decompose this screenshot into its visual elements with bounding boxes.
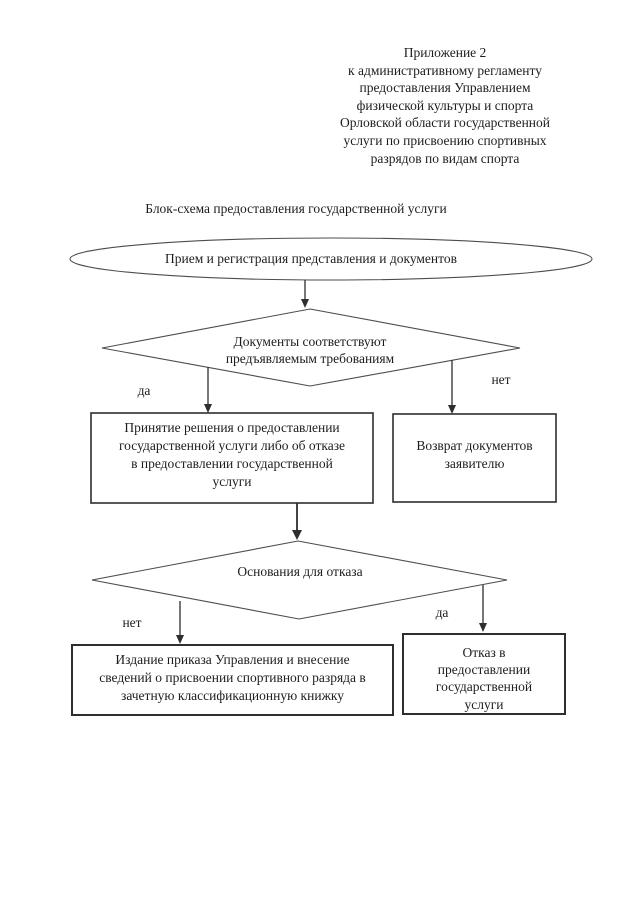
decision-box-rect	[90, 412, 374, 504]
start-ellipse	[69, 237, 593, 281]
arrow-decision1-yes	[204, 367, 212, 413]
arrow-decisionbox-to-decision2	[292, 503, 302, 540]
refuse-box-rect	[402, 633, 566, 715]
order-box-label: Издание приказа Управления и внесение св…	[99, 652, 366, 703]
arrowhead-down-icon	[301, 299, 309, 308]
return-box-label: Возврат документов заявителю	[416, 438, 533, 471]
order-box-rect	[71, 644, 394, 716]
return-box-rect	[392, 413, 557, 503]
arrow-decision2-yes	[479, 585, 487, 632]
decision1-yes-label: да	[137, 383, 151, 398]
arrowhead-down-icon	[292, 530, 302, 540]
decision1-label: Документы соответствуют предъявляемым тр…	[225, 334, 395, 366]
decision2-yes-label: да	[435, 605, 449, 620]
refuse-box-label: Отказ в предоставлении государственной у…	[435, 645, 533, 712]
decision2-label: Основания для отказа	[237, 564, 363, 579]
appendix-header: Приложение 2 к административному регламе…	[339, 45, 551, 166]
arrowhead-down-icon	[479, 623, 487, 632]
decision1-diamond	[101, 308, 521, 387]
page-title: Блок-схема предоставления государственно…	[145, 201, 447, 216]
decision1-no-label: нет	[491, 372, 511, 387]
decision2-no-label: нет	[122, 615, 142, 630]
arrow-decision2-no	[176, 601, 184, 644]
arrowhead-down-icon	[176, 635, 184, 644]
arrow-start-to-decision1	[301, 280, 309, 308]
start-label: Прием и регистрация представления и доку…	[165, 251, 457, 266]
arrow-decision1-no	[448, 360, 456, 414]
arrowhead-down-icon	[448, 405, 456, 414]
arrowhead-down-icon	[204, 404, 212, 413]
decision-box-label: Принятие решения о предоставлении госуда…	[118, 420, 346, 489]
decision2-diamond	[91, 540, 508, 620]
